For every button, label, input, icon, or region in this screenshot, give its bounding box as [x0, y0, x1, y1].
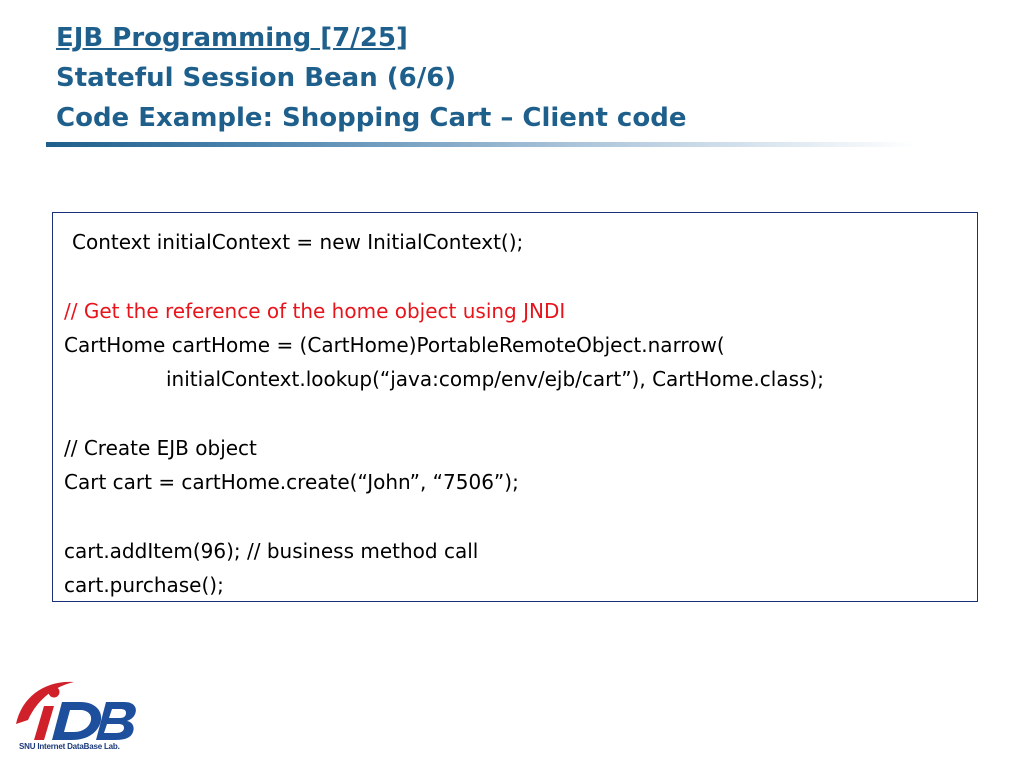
code-lines: Context initialContext = new InitialCont…: [64, 225, 967, 602]
slide-title: EJB Programming [7/25] Stateful Session …: [56, 18, 956, 138]
code-line-lookup: initialContext.lookup(“java:comp/env/ejb…: [166, 367, 824, 392]
logo-caption: SNU Internet DataBase Lab.: [19, 742, 120, 751]
code-example-box: Context initialContext = new InitialCont…: [52, 212, 978, 602]
code-comment-create: // Create EJB object: [64, 435, 257, 460]
logo-d: [52, 702, 102, 740]
code-line-carthome: CartHome cartHome = (CartHome)PortableRe…: [64, 332, 725, 357]
code-line-blank: [64, 396, 967, 430]
logo-i-stem: [34, 706, 54, 740]
code-line-initial-context: Context initialContext = new InitialCont…: [72, 230, 524, 254]
title-link-ejb-programming[interactable]: EJB Programming [7/25]: [56, 23, 408, 53]
code-line-purchase: cart.purchase();: [64, 572, 224, 597]
title-divider: [46, 142, 916, 147]
code-line-blank: [64, 259, 967, 293]
title-subtitle: Stateful Session Bean (6/6): [56, 63, 457, 93]
title-section: Code Example: Shopping Cart – Client cod…: [56, 103, 687, 133]
logo-i-dot: [48, 686, 60, 698]
code-line-create-cart: Cart cart = cartHome.create(“John”, “750…: [64, 470, 519, 495]
logo-b: [96, 702, 136, 740]
logo-swoosh: [16, 681, 74, 724]
code-line-additem: cart.addItem(96); // business method cal…: [64, 538, 479, 563]
code-line-blank: [64, 499, 967, 533]
code-comment-jndi: // Get the reference of the home object …: [64, 298, 566, 323]
idb-logo-icon: [16, 681, 136, 740]
